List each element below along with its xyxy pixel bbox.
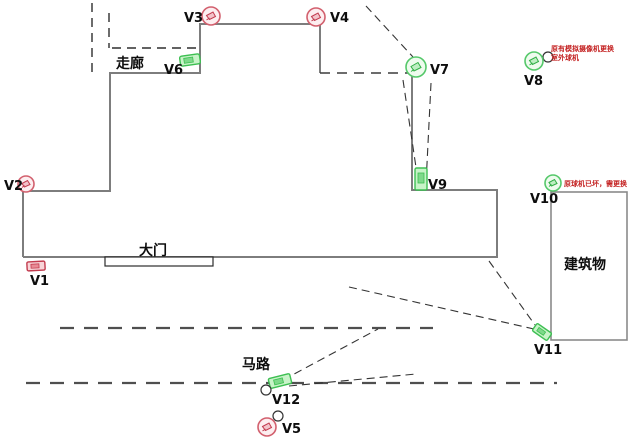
sightline-v12-upper: [282, 328, 379, 381]
camera-v2-label: V2: [4, 179, 23, 194]
camera-v12-icon: [267, 373, 293, 389]
sightline-to-v7: [365, 5, 414, 58]
camera-v2-icon: [17, 175, 35, 193]
camera-v5-label: V5: [282, 422, 301, 437]
camera-v6-label: V6: [164, 63, 183, 78]
camera-v3-label: V3: [184, 11, 203, 26]
camera-v8-icon: [524, 51, 544, 71]
camera-v1-icon: [26, 260, 46, 272]
v8-junction-marker: [542, 51, 554, 63]
v10-note: 原球机已坏，需更换: [564, 179, 628, 188]
v5-junction-marker: [272, 410, 284, 422]
v12-junction-marker: [260, 384, 272, 396]
camera-v11-label: V11: [534, 343, 562, 358]
camera-v9-label: V9: [428, 178, 447, 193]
v8-note-line2: 室外球机: [551, 53, 579, 62]
building-label: 建筑物: [564, 256, 606, 273]
sightline-corner-to-v11: [488, 260, 536, 326]
corridor-label: 走廊: [116, 55, 144, 72]
camera-v7-label: V7: [430, 63, 449, 78]
gate-label: 大门: [139, 242, 167, 259]
camera-v8-label: V8: [524, 74, 543, 89]
camera-v1-label: V1: [30, 274, 49, 289]
camera-v12-label: V12: [272, 393, 300, 408]
sightline-v12-right: [288, 373, 417, 387]
camera-v5-icon: [257, 417, 277, 437]
camera-v3-icon: [201, 6, 221, 26]
road-label: 马路: [242, 356, 271, 373]
camera-v11-icon: [531, 323, 553, 341]
camera-v4-label: V4: [330, 11, 349, 26]
gate-structure: [104, 256, 214, 267]
main-building-outline-left: [22, 23, 321, 257]
camera-v4-icon: [306, 7, 326, 27]
v8-note-line1: 原有模拟摄像机更换: [551, 44, 615, 53]
sightline-to-v11-long: [348, 286, 535, 330]
sightline-v7-v9-left: [402, 79, 418, 175]
camera-v10-label: V10: [530, 192, 558, 207]
main-building-outline-right: [23, 73, 498, 258]
secondary-building-outline: [550, 191, 628, 341]
camera-v9-icon: [414, 167, 428, 191]
camera-v6-icon: [178, 53, 202, 67]
sightline-v7-v9-right: [425, 82, 432, 185]
camera-v7-icon: [405, 56, 427, 78]
camera-v10-icon: [544, 174, 562, 192]
